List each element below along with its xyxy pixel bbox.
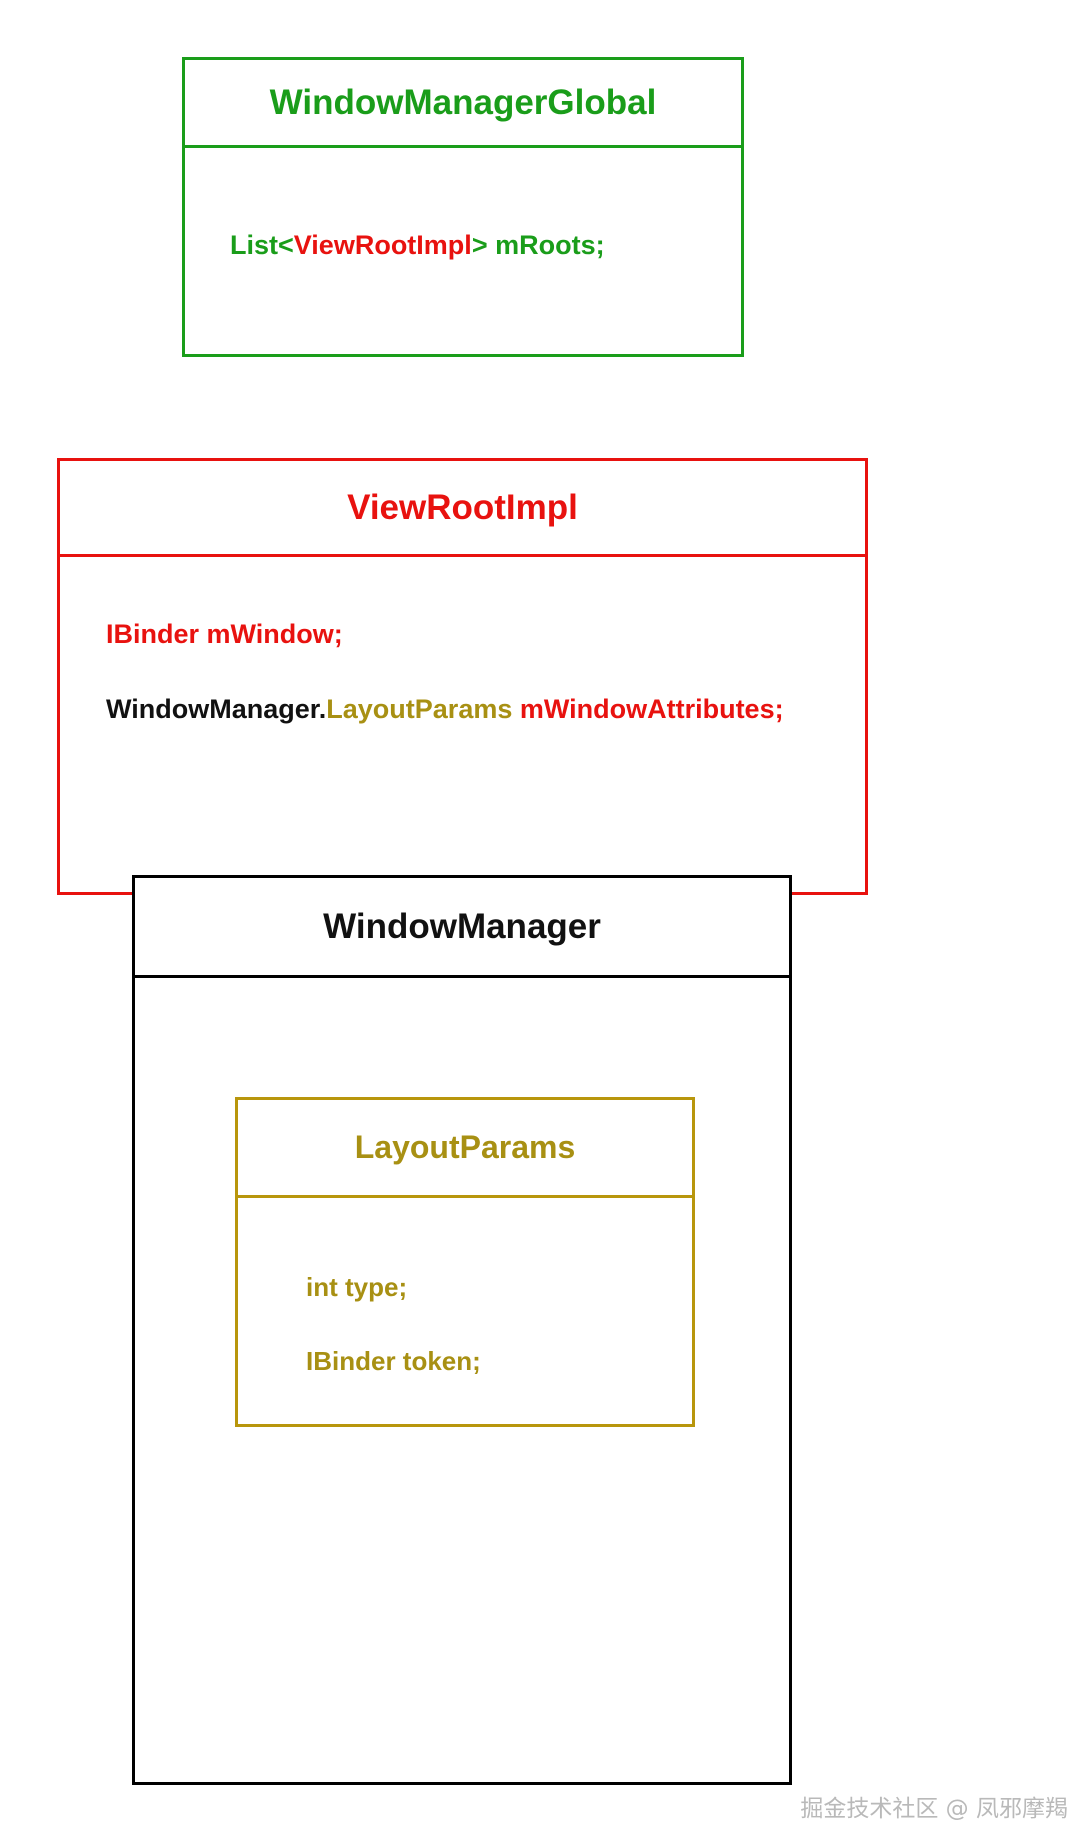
- class-body-window-manager: LayoutParams int type; IBinder token;: [135, 978, 789, 1782]
- class-title-view-root-impl: ViewRootImpl: [60, 461, 865, 557]
- token-ibinder-token: IBinder token;: [306, 1346, 481, 1376]
- attribute-ibinder-token: IBinder token;: [306, 1348, 481, 1374]
- token-ibinder-mwindow: IBinder mWindow;: [106, 619, 343, 649]
- class-box-layout-params: LayoutParams int type; IBinder token;: [235, 1097, 695, 1427]
- class-title-window-manager-global: WindowManagerGlobal: [185, 60, 741, 148]
- class-body-view-root-impl: IBinder mWindow; WindowManager.LayoutPar…: [60, 557, 865, 892]
- class-box-view-root-impl: ViewRootImpl IBinder mWindow; WindowMana…: [57, 458, 868, 895]
- class-title-window-manager: WindowManager: [135, 878, 789, 978]
- token-mroots: > mRoots;: [471, 230, 605, 260]
- attribute-int-type: int type;: [306, 1274, 407, 1300]
- token-viewrootimpl: ViewRootImpl: [293, 230, 472, 260]
- token-list-open: List<: [230, 230, 294, 260]
- watermark-text: 掘金技术社区 @ 凤邪摩羯: [800, 1796, 1068, 1822]
- attribute-mwindow: IBinder mWindow;: [106, 621, 343, 648]
- token-int-type: int type;: [306, 1272, 408, 1302]
- token-layoutparams-type: LayoutParams: [326, 694, 513, 724]
- token-windowmanager-prefix: WindowManager.: [106, 694, 327, 724]
- attribute-mroots: List<ViewRootImpl> mRoots;: [230, 232, 605, 259]
- class-body-window-manager-global: List<ViewRootImpl> mRoots;: [185, 148, 741, 354]
- token-mwindowattributes-name: mWindowAttributes;: [512, 694, 784, 724]
- class-box-window-manager-global: WindowManagerGlobal List<ViewRootImpl> m…: [182, 57, 744, 357]
- class-title-layout-params: LayoutParams: [238, 1100, 692, 1198]
- class-box-window-manager: WindowManager LayoutParams int type; IBi…: [132, 875, 792, 1785]
- class-body-layout-params: int type; IBinder token;: [238, 1198, 692, 1424]
- attribute-mwindowattributes: WindowManager.LayoutParams mWindowAttrib…: [106, 696, 784, 723]
